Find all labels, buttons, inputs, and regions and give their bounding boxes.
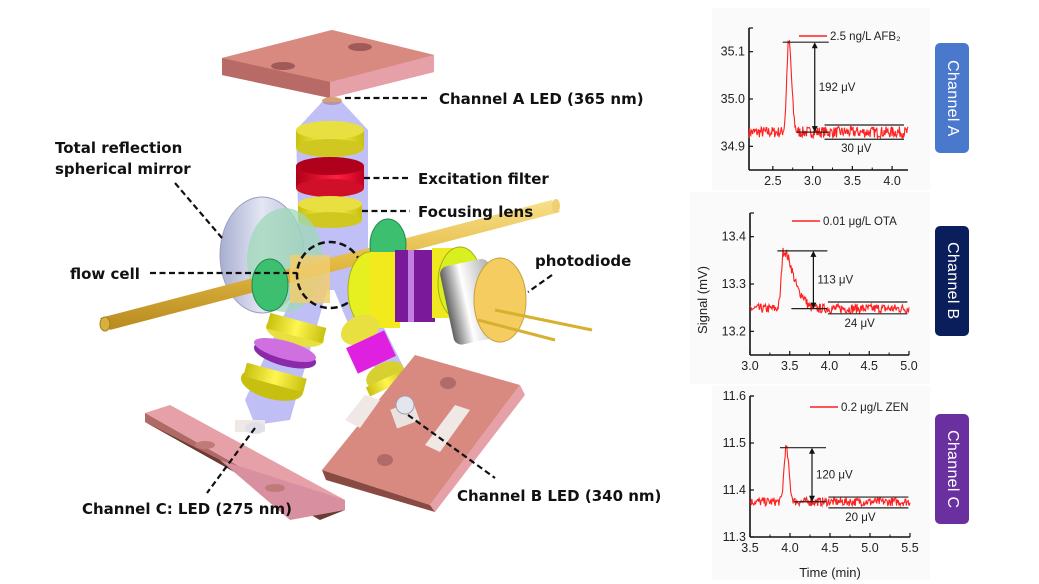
badge-channel-a-label: Channel A <box>944 59 961 137</box>
noise-label: 30 μV <box>841 143 872 155</box>
peak-arrow-head-up <box>809 447 815 454</box>
x-tick-label: 5.5 <box>901 541 918 555</box>
channel-a-led-plate <box>222 30 434 105</box>
y-tick-label: 13.4 <box>722 230 746 244</box>
excitation-filter <box>296 157 364 197</box>
signal-trace <box>749 444 911 508</box>
y-tick-label: 11.4 <box>723 483 746 497</box>
y-tick-label: 11.6 <box>723 389 746 403</box>
peak-arrow-head-up <box>810 250 817 257</box>
x-tick-label: 2.5 <box>764 174 781 188</box>
label-mirror-line1: Total reflection <box>55 139 182 157</box>
label-channel-a-led: Channel A LED (365 nm) <box>439 90 644 108</box>
x-tick-label: 3.0 <box>741 359 758 373</box>
y-tick-label: 13.3 <box>722 277 746 291</box>
y-axis-label: Signal (mV) <box>695 266 710 334</box>
label-flow-cell: flow cell <box>70 265 140 283</box>
peak-height-label: 120 μV <box>816 470 853 482</box>
label-mirror-line2: spherical mirror <box>55 160 191 178</box>
legend-label: 2.5 ng/L AFB₂ <box>830 31 901 43</box>
badge-channel-a: Channel A <box>935 43 969 153</box>
x-tick-label: 5.0 <box>900 359 917 373</box>
x-tick-label: 3.0 <box>804 174 821 188</box>
y-tick-label: 34.9 <box>721 139 745 153</box>
x-tick-label: 4.5 <box>861 359 878 373</box>
channel-b-led-plate <box>322 355 525 512</box>
label-excitation-filter: Excitation filter <box>418 170 549 188</box>
x-axis-label: Time (min) <box>799 565 861 580</box>
peak-height-label: 113 μV <box>817 275 853 287</box>
leader-lines <box>150 96 553 494</box>
x-tick-label: 4.0 <box>781 541 798 555</box>
chart-channel-a: 2.5 3.0 3.5 4.0 34.9 35.0 35.1 192 μV 30 μV 2.5 n… <box>721 27 909 188</box>
chart-channel-b: 3.0 3.5 4.0 4.5 5.0 13.2 13.3 13.4 113 μV 24 μV 0.… <box>722 212 918 373</box>
channel-a-optics <box>296 121 364 228</box>
peak-arrow-head-down <box>811 126 818 133</box>
noise-label: 20 μV <box>845 512 876 524</box>
y-tick-label: 35.1 <box>721 45 745 59</box>
photodiode <box>440 257 593 345</box>
badge-channel-b-label: Channel B <box>944 242 961 320</box>
signal-trace <box>749 247 910 315</box>
x-tick-label: 3.5 <box>741 541 758 555</box>
legend-label: 0.2 μg/L ZEN <box>841 402 909 414</box>
noise-label: 24 μV <box>845 318 876 330</box>
optical-setup-diagram: Total reflection spherical mirror flow c… <box>55 30 661 520</box>
chart-channel-c: 3.5 4.0 4.5 5.0 5.5 11.3 11.4 11.5 11.6 120 μV 20 … <box>723 389 919 555</box>
y-tick-label: 13.2 <box>722 324 746 338</box>
y-tick-label: 11.5 <box>723 436 746 450</box>
peak-arrow-head-up <box>811 42 818 49</box>
peak-arrow-head-down <box>810 302 817 309</box>
label-channel-b-led: Channel B LED (340 nm) <box>457 487 661 505</box>
signal-trace <box>748 40 909 140</box>
x-tick-label: 3.5 <box>781 359 798 373</box>
focusing-lens <box>298 196 362 228</box>
peak-arrow-head-down <box>809 495 815 502</box>
chart-panel-bg-c <box>712 386 930 580</box>
x-tick-label: 4.5 <box>821 541 838 555</box>
x-tick-label: 4.0 <box>883 174 900 188</box>
y-tick-label: 35.0 <box>721 92 745 106</box>
channel-c-led-plate <box>145 405 345 520</box>
channel-b-optics <box>340 314 409 397</box>
x-tick-label: 3.5 <box>844 174 861 188</box>
badge-channel-c-label: Channel C <box>944 429 961 509</box>
peak-height-label: 192 μV <box>819 82 856 94</box>
chart-panel-bg-b <box>690 192 930 384</box>
x-tick-label: 5.0 <box>861 541 878 555</box>
channel-c-optics <box>240 312 327 401</box>
badge-channel-b: Channel B <box>935 226 969 336</box>
x-tick-label: 4.0 <box>821 359 838 373</box>
label-focusing-lens: Focusing lens <box>418 203 533 221</box>
label-photodiode: photodiode <box>535 252 631 270</box>
badge-channel-c: Channel C <box>935 414 969 524</box>
legend-label: 0.01 μg/L OTA <box>823 216 897 228</box>
label-channel-c-led: Channel C: LED (275 nm) <box>82 500 292 518</box>
y-tick-label: 11.3 <box>723 530 746 544</box>
